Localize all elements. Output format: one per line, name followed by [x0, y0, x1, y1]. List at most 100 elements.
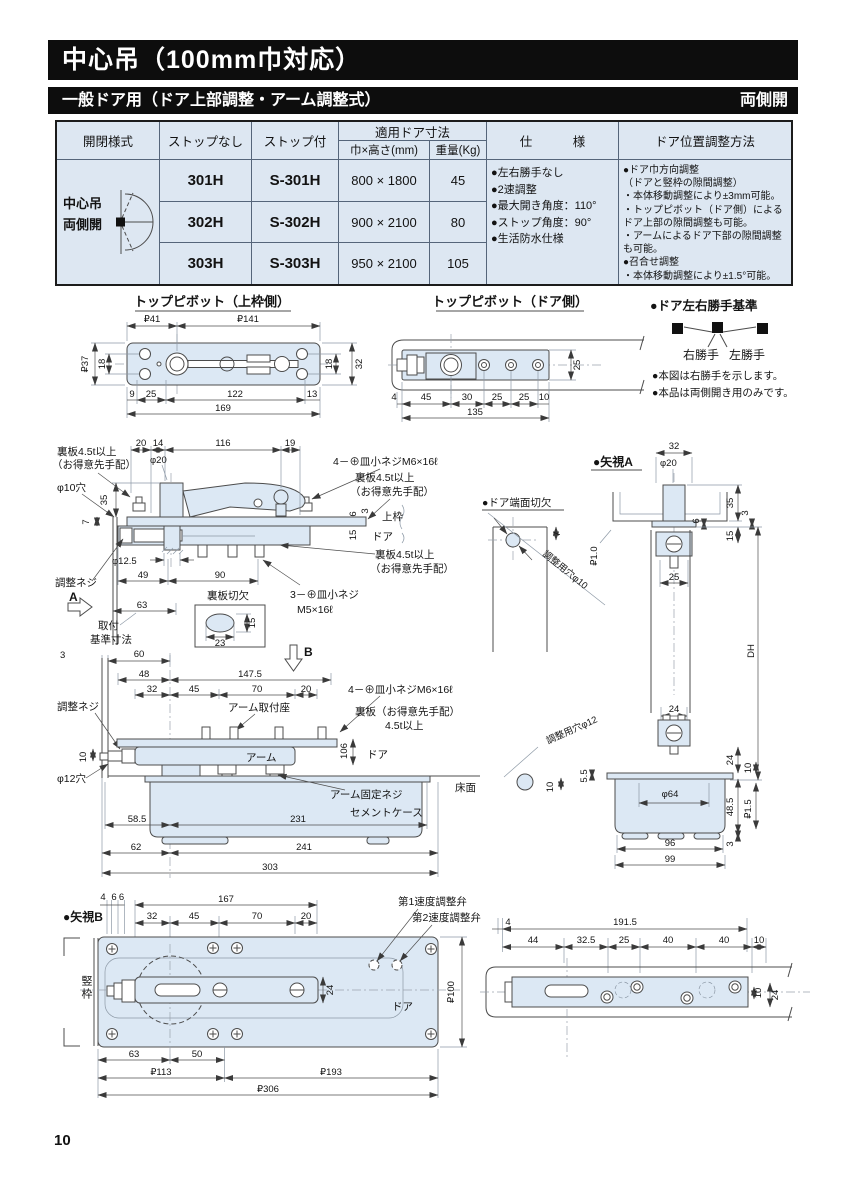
hole-label: φ12穴	[57, 772, 86, 785]
dimension-lines	[91, 322, 357, 418]
adjust-list: ●ドア巾方向調整 （ドアと竪枠の隙間調整） ・本体移動調整により±3mm可能。 …	[619, 160, 791, 284]
mode-label-2: 両側開	[63, 216, 103, 232]
dim-label: 15	[348, 530, 359, 541]
page-title: 中心吊（100mm巾対応）	[48, 40, 798, 80]
drawing-title: トップピボット（ドア側）	[432, 294, 588, 309]
section-header: 一般ドア用（ドア上部調整・アーム調整式） 両側開	[48, 87, 798, 114]
upper-dimensions	[93, 446, 301, 615]
dim-label: 63	[137, 600, 148, 611]
drawing-door-plate-plan: 4 191.5 44 32.5 25 40 40 10 10 24	[480, 917, 810, 1058]
model-303h: 303H	[160, 243, 252, 284]
hole-label: 調整用穴φ10	[540, 548, 590, 592]
dim-label: 147.5	[238, 669, 262, 680]
model-s301h: S-301H	[252, 160, 339, 202]
dim-label: 35	[99, 495, 110, 506]
dim-label: 6	[691, 518, 702, 523]
drawing-top-pivot-frame: トップピボット（上枠側）	[80, 294, 365, 418]
dim-label: 241	[296, 842, 312, 853]
dim-label: DH	[746, 644, 757, 658]
dim-label: 3	[60, 650, 65, 661]
dim-label: 25	[146, 389, 157, 400]
dim-label: 62	[131, 842, 142, 853]
screw-label: 4－⊕皿小ネジM6×16ℓ	[348, 684, 453, 696]
section-subtitle: 一般ドア用（ドア上部調整・アーム調整式）	[62, 92, 381, 109]
top-frame-label: 上枠	[382, 510, 403, 523]
dim-label: φ20	[150, 455, 167, 466]
dim-label: 167	[218, 894, 234, 905]
size-302: 900 × 2100	[339, 202, 430, 243]
backing-plate-label: 裏板4.5t以上	[355, 471, 415, 484]
dim-label: 106	[339, 743, 350, 759]
model-302h: 302H	[160, 202, 252, 243]
col-header-spec: 仕 様	[487, 122, 619, 160]
dim-label: 24	[325, 985, 336, 996]
spec-item: ●左右勝手なし	[491, 167, 564, 179]
dim-label: 303	[262, 862, 278, 873]
hand-note-1: ●本図は右勝手を示します。	[652, 369, 783, 382]
notch-detail	[194, 604, 266, 648]
dim-label: 231	[290, 814, 306, 825]
dim-label: 96	[665, 838, 676, 849]
dim-label: 32.5	[577, 935, 596, 946]
dim-label: 18	[324, 359, 335, 370]
drawing-view-a: ●矢視A 32 φ20	[482, 441, 762, 869]
backing-plate-label: 4.5t以上	[385, 720, 424, 732]
adjust-item: （ドアと竪枠の隙間調整）	[623, 178, 743, 190]
dim-label: φ12.5	[112, 556, 137, 567]
backing-plate-label: 裏板4.5t以上	[375, 548, 435, 561]
backing-plate-label: 裏板4.5t以上	[57, 445, 117, 458]
view-b-dimensions-bottom	[97, 1047, 439, 1099]
spec-list: ●左右勝手なし ●2速調整 ●最大開き角度：110° ●ストップ角度：90° ●…	[487, 160, 619, 284]
dim-label: 6	[111, 892, 116, 903]
cement-case	[108, 775, 480, 845]
dim-label: φ64	[662, 789, 679, 800]
dim-label: 4	[505, 917, 510, 928]
dim-label: 32	[354, 359, 365, 370]
door-label: ドア	[392, 1001, 413, 1013]
dim-label: 23	[215, 638, 226, 649]
vertical-frame-label: 竪枠	[80, 975, 92, 1001]
dim-label: ₽100	[446, 981, 457, 1003]
dim-label: 25	[492, 392, 503, 403]
page-number: 10	[54, 1132, 71, 1149]
model-s302h: S-302H	[252, 202, 339, 243]
adjust-item: ・トップピボット（ドア側）によるドア上部の隙間調整も可能。	[623, 204, 783, 229]
view-b-arrow	[284, 644, 303, 672]
mounting-ref-label: 基準寸法	[90, 633, 132, 646]
model-301h: 301H	[160, 160, 252, 202]
door-label: ドア	[372, 531, 393, 543]
col-header-adjust: ドア位置調整方法	[619, 122, 791, 160]
view-a-title: ●矢視A	[593, 454, 633, 469]
dim-label: 49	[138, 570, 149, 581]
spec-table: 開閉様式 ストップなし ストップ付 適用ドア寸法 巾×高さ(mm) 重量(Kg)…	[55, 120, 793, 286]
weight-302: 80	[430, 202, 487, 243]
dim-label: ₽141	[237, 314, 259, 325]
col-header-size: 巾×高さ(mm)	[339, 141, 430, 160]
dim-label: 19	[285, 438, 296, 449]
dim-label: ₽41	[144, 314, 161, 325]
arm-label: アーム	[246, 752, 277, 764]
size-301: 800 × 1800	[339, 160, 430, 202]
dim-label: 116	[215, 438, 230, 449]
floor-label: 床面	[455, 781, 476, 794]
dim-label: 10	[78, 752, 89, 763]
door-cutout-detail	[487, 512, 606, 652]
dim-label: 40	[663, 935, 674, 946]
dim-label: 90	[215, 570, 226, 581]
door-rail-plan	[480, 958, 810, 1058]
swing-diagram	[116, 190, 154, 254]
dim-label: ₽37	[80, 356, 91, 373]
view-a-mark: A	[69, 590, 78, 604]
dim-label: ₽193	[320, 1067, 342, 1078]
view-b-right-dim	[440, 936, 467, 1048]
dim-label: 48.5	[725, 798, 736, 817]
frame-section	[612, 484, 728, 713]
drawing-title: トップピボット（上枠側）	[134, 294, 290, 309]
spec-item: ●ストップ角度：90°	[491, 216, 592, 229]
adjust-item: ・本体移動調整により±3mm可能。	[623, 191, 781, 203]
dim-label: 3	[725, 841, 736, 846]
door-label: ドア	[367, 749, 388, 761]
screw-label: M5×16ℓ	[297, 604, 333, 616]
drawing-hand-reference: ●ドア左右勝手基準 右勝手 左勝手 ●本図は右勝手を示します。 ●本品は両側開き…	[650, 298, 794, 399]
adjust-item: ●召合せ調整	[623, 257, 680, 269]
